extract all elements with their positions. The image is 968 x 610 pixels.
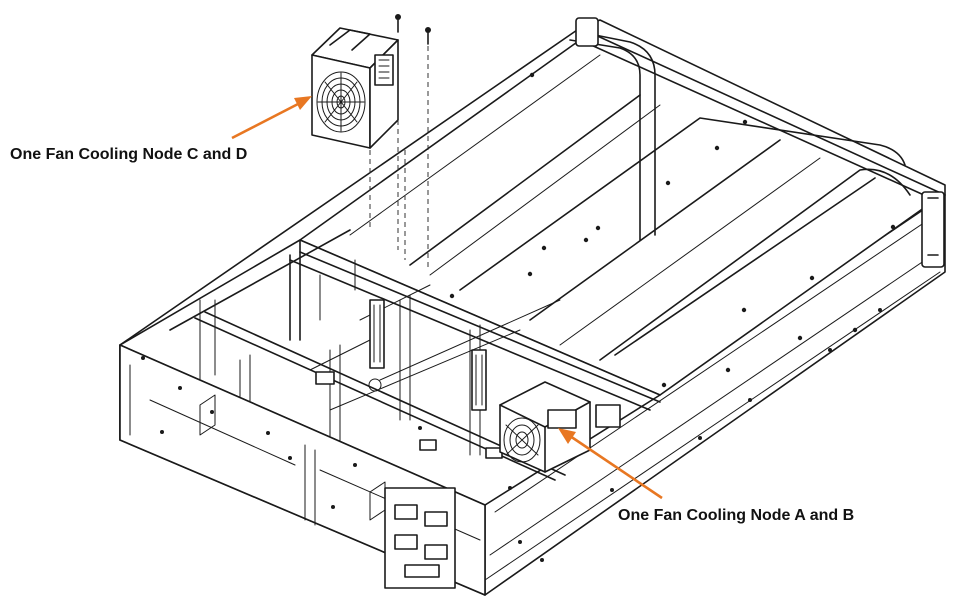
front-screws — [141, 308, 882, 562]
callout-arrow-cd — [231, 96, 312, 140]
loose-fan — [311, 14, 431, 149]
install-guides — [369, 46, 429, 270]
callout-label-fan-node-ab: One Fan Cooling Node A and B — [618, 507, 855, 524]
callout-arrow-ab — [558, 428, 663, 500]
front-panel — [119, 344, 486, 596]
callout-label-fan-node-cd: One Fan Cooling Node C and D — [10, 146, 248, 163]
cover-screws — [449, 72, 896, 388]
